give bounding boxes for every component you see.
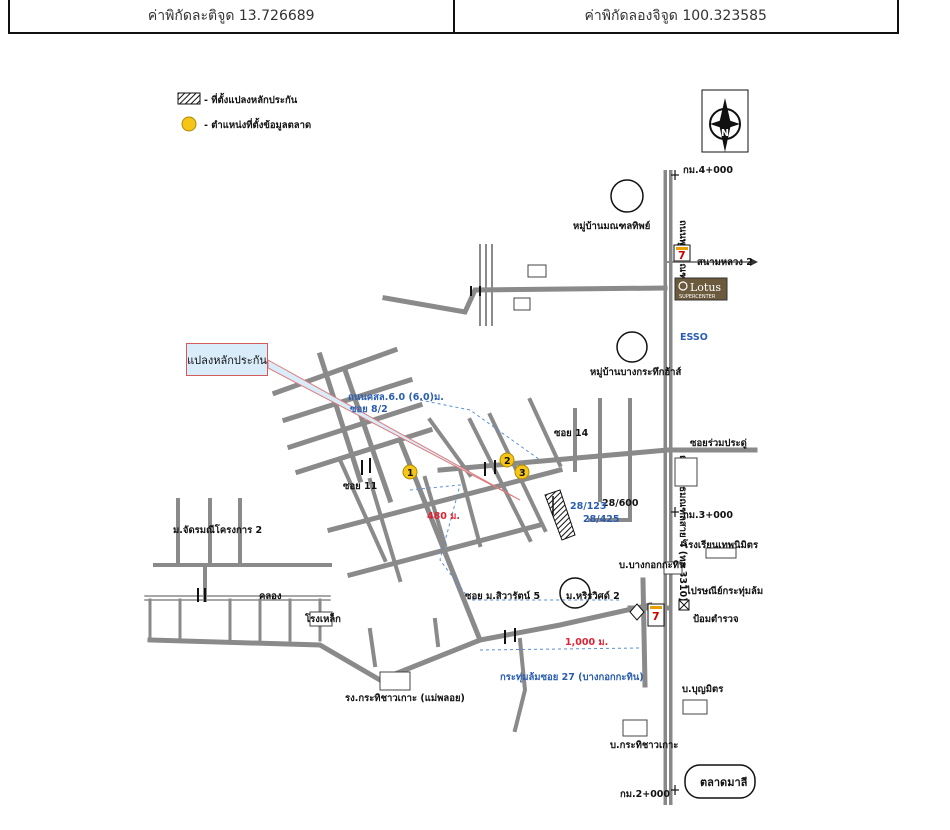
svg-text:บ.กระทิชาวเกาะ: บ.กระทิชาวเกาะ [610, 740, 678, 751]
svg-text:กม.3+000: กม.3+000 [683, 510, 733, 521]
svg-text:ซอยร่วมประดู่: ซอยร่วมประดู่ [690, 437, 747, 450]
market-legend-swatch [181, 116, 197, 132]
svg-text:ม.จัดรมณีโครงการ 2: ม.จัดรมณีโครงการ 2 [173, 524, 262, 536]
market-legend-label: - ตำแหน่งที่ตั้งข้อมูลตลาด [204, 117, 311, 132]
svg-text:1: 1 [407, 468, 414, 479]
svg-text:ซอย ม.สิวารัตน์ 5: ซอย ม.สิวารัตน์ 5 [465, 590, 540, 602]
svg-text:ซอย 11: ซอย 11 [343, 481, 377, 492]
svg-text:โรงเหล็ก: โรงเหล็ก [304, 612, 341, 625]
plot-legend-label: - ที่ตั้งแปลงหลักประกัน [204, 92, 298, 106]
svg-text:2: 2 [504, 456, 511, 467]
svg-text:กม.2+000: กม.2+000 [620, 789, 670, 800]
svg-text:หมู่บ้านบางกระทึกฮ้าส์: หมู่บ้านบางกระทึกฮ้าส์ [590, 366, 681, 379]
svg-text:7: 7 [678, 249, 686, 262]
svg-text:ตลาดมาลี: ตลาดมาลี [700, 776, 748, 789]
lotus-logo: Lotus SUPERCENTER [674, 277, 728, 301]
svg-text:บ.บุญมิตร: บ.บุญมิตร [682, 684, 724, 695]
latitude-cell: ค่าพิกัดละติจูด 13.726689 [147, 8, 315, 24]
location-map[interactable]: - ที่ตั้งแปลงหลักประกัน - ตำแหน่งที่ตั้ง… [0, 70, 950, 830]
svg-text:กระทุ่มล้มซอย 27 (บางกอกกะทิน): กระทุ่มล้มซอย 27 (บางกอกกะทิน) [500, 671, 644, 683]
svg-text:3: 3 [519, 468, 526, 479]
bridge-marks [197, 286, 516, 644]
longitude-cell: ค่าพิกัดลองจิจูด 100.323585 [452, 0, 898, 32]
svg-text:SUPERCENTER: SUPERCENTER [679, 294, 716, 300]
svg-text:480 ม.: 480 ม. [427, 511, 460, 522]
village-circle-mongkol [610, 179, 644, 213]
km-markers [671, 170, 679, 795]
svg-text:สนามหลวง 2: สนามหลวง 2 [697, 257, 753, 268]
svg-text:หมู่บ้านมณฑลทิพย์: หมู่บ้านมณฑลทิพย์ [573, 220, 650, 233]
road-network [144, 244, 758, 733]
svg-text:โรงเรียนเทพนิมิตร: โรงเรียนเทพนิมิตร [682, 539, 759, 551]
svg-text:ESSO: ESSO [680, 332, 708, 343]
post-office-icon [629, 603, 645, 621]
svg-text:คลอง: คลอง [259, 591, 282, 602]
collateral-callout[interactable]: แปลงหลักประกัน [186, 343, 268, 376]
svg-text:ซอย 8/2: ซอย 8/2 [350, 404, 388, 415]
callout-pointer [267, 359, 521, 501]
svg-text:ซอย 14: ซอย 14 [554, 428, 589, 439]
factory-icons [309, 264, 737, 737]
svg-text:ไปรษณีย์กระทุ่มล้ม: ไปรษณีย์กระทุ่มล้ม [685, 585, 763, 597]
svg-text:ม.หริรวิศด์ 2: ม.หริรวิศด์ 2 [566, 590, 620, 602]
svg-text:ป้อมตำรวจ: ป้อมตำรวจ [693, 613, 739, 625]
svg-text:28/600: 28/600 [602, 498, 639, 509]
map-labels: กม.4+000 หมู่บ้านมณฑลทิพย์ สนามหลวง 2 ES… [173, 165, 763, 800]
svg-text:บ.บางกอกกะทิน: บ.บางกอกกะทิน [619, 560, 686, 571]
market-marker-3[interactable]: 3 [514, 464, 530, 480]
svg-text:28/123: 28/123 [570, 501, 607, 512]
coordinate-table: ค่าพิกัดละติจูด 13.726689 ค่าพิกัดลองจิจ… [8, 0, 899, 34]
north-arrow-icon: N [701, 89, 749, 153]
map-legend: - ที่ตั้งแปลงหลักประกัน - ตำแหน่งที่ตั้ง… [177, 92, 311, 132]
svg-text:กม.4+000: กม.4+000 [683, 165, 733, 176]
highway-label: ถนนพุทธมณฑลสาย 4 (ทล.3310) [677, 455, 688, 602]
seven-eleven-icon-bottom: 7 [647, 603, 665, 627]
svg-text:ถนนคสล.6.0 (6.0)ม.: ถนนคสล.6.0 (6.0)ม. [348, 392, 444, 403]
market-marker-1[interactable]: 1 [402, 464, 418, 480]
seven-eleven-icon-top: 7 [673, 244, 691, 262]
distance-lines [409, 399, 641, 651]
svg-text:รง.กระทิชาวเกาะ (แม่พลอย): รง.กระทิชาวเกาะ (แม่พลอย) [345, 693, 465, 704]
svg-text:Lotus: Lotus [690, 281, 721, 294]
market-box [684, 764, 756, 799]
collateral-plot[interactable] [544, 489, 576, 541]
svg-text:1,000 ม.: 1,000 ม. [565, 637, 608, 648]
market-marker-2[interactable]: 2 [499, 452, 515, 468]
north-letter: N [721, 128, 729, 139]
svg-text:28/425: 28/425 [583, 514, 620, 525]
village-circle-bangkrathuek [616, 331, 648, 363]
svg-text:7: 7 [652, 610, 660, 623]
plot-legend-swatch [177, 92, 201, 105]
